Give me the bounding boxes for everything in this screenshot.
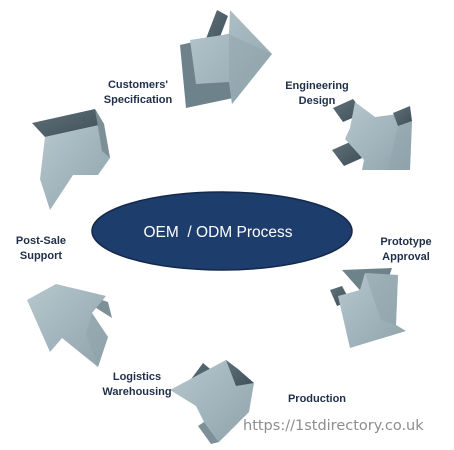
stage-label-customers-specification: Customers' Specification <box>103 79 173 106</box>
stage-label-post-sale-support: Post-Sale Support <box>15 235 67 262</box>
stage-label-production: Production <box>287 393 347 405</box>
arrow-left-top-icon <box>32 109 110 210</box>
arrow-bottom-icon <box>170 360 254 444</box>
arrow-left-bottom-icon <box>27 284 112 367</box>
stage-label-prototype-approval: Prototype Approval <box>380 236 432 263</box>
arrow-right-bottom-icon <box>330 268 406 348</box>
stage-label-engineering-design: Engineering Design <box>285 80 349 107</box>
arrow-right-top-icon <box>332 99 412 170</box>
center-title: OEM / ODM Process <box>144 224 293 241</box>
stage-label-logistics-warehousing: Logistics Warehousing <box>102 371 172 398</box>
arrow-top-icon <box>180 10 272 108</box>
center-process-node: OEM / ODM Process <box>91 191 353 271</box>
watermark-url: https://1stdirectory.co.uk <box>243 418 424 434</box>
